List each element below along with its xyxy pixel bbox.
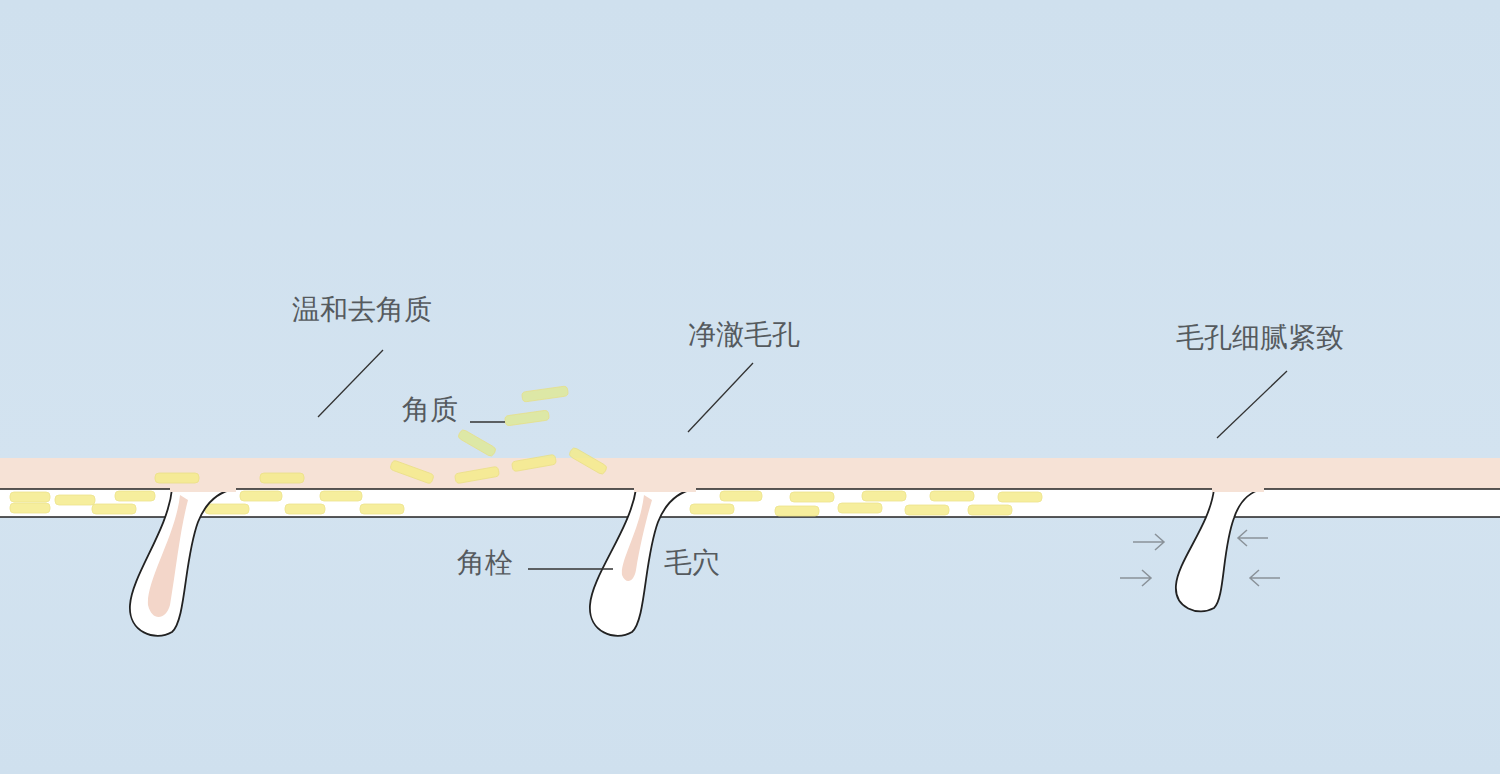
keratin-flake	[511, 454, 556, 471]
callout-text: 净澈毛孔	[688, 318, 800, 352]
callout-text: 毛孔细腻紧致	[1176, 321, 1344, 355]
part-label: 角质	[402, 393, 458, 427]
keratin-flake	[205, 504, 249, 514]
keratin-flake	[862, 491, 906, 501]
keratin-flakes	[10, 386, 1042, 516]
keratin-flake	[360, 504, 404, 514]
keratin-flake	[454, 466, 499, 483]
keratin-plug	[148, 495, 188, 617]
keratin-flake	[390, 460, 435, 484]
keratin-flake	[720, 491, 762, 501]
keratin-flake	[285, 504, 325, 514]
keratin-flake	[260, 473, 304, 483]
skin-surface	[0, 458, 1500, 489]
keratin-flake	[505, 410, 550, 426]
part-label: 毛穴	[664, 546, 720, 580]
keratin-flake	[320, 491, 362, 501]
keratin-plug	[622, 495, 652, 581]
part-label: 角栓	[457, 546, 513, 580]
keratin-flake	[998, 492, 1042, 502]
callout-text: 温和去角质	[292, 293, 432, 327]
keratin-flake	[10, 503, 50, 513]
keratin-flake	[690, 504, 734, 514]
keratin-flake	[240, 491, 282, 501]
keratin-flake	[905, 505, 949, 515]
pores	[130, 489, 1262, 636]
keratin-flake	[92, 504, 136, 514]
keratin-flake	[568, 447, 608, 476]
keratin-flake	[522, 386, 569, 402]
keratin-flake	[790, 492, 834, 502]
keratin-flake	[930, 491, 974, 501]
keratin-flake	[55, 495, 95, 505]
keratin-flake	[838, 503, 882, 513]
keratin-flake	[155, 473, 199, 483]
keratin-flake	[10, 492, 50, 502]
keratin-flake	[457, 429, 497, 458]
tighten-arrows	[1120, 530, 1280, 586]
leader-lines	[318, 350, 1287, 569]
skin-layer	[0, 489, 1500, 517]
keratin-flake	[115, 491, 155, 501]
keratin-flake	[775, 506, 819, 516]
keratin-flake	[968, 505, 1012, 515]
